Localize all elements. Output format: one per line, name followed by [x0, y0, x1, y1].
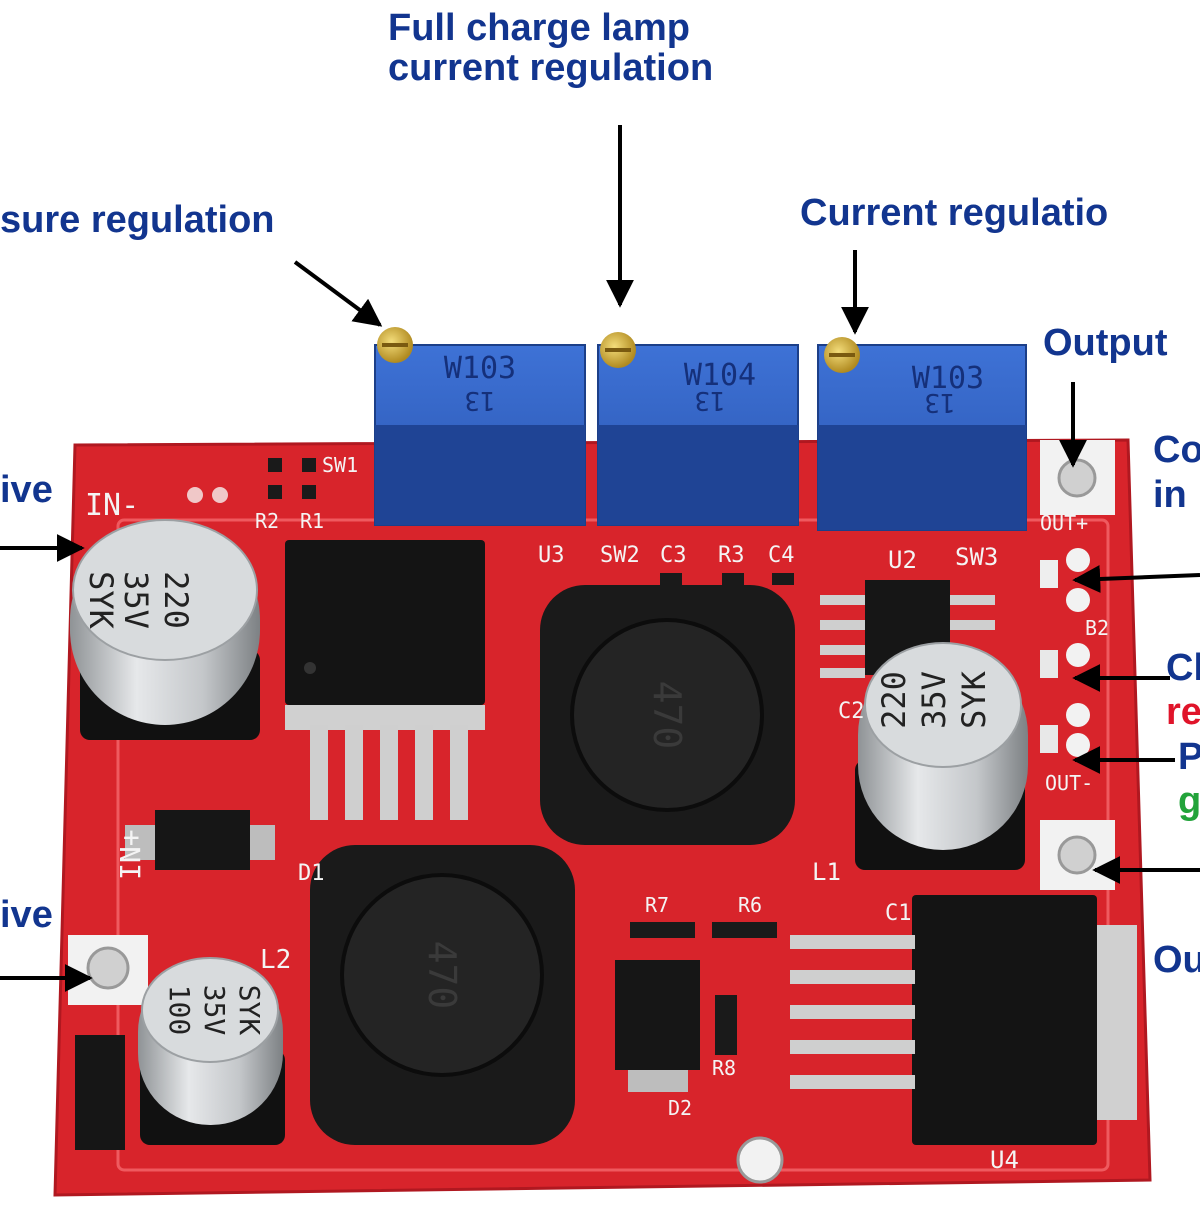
- label-g: g: [1178, 780, 1200, 822]
- silk-out-minus: OUT-: [1045, 771, 1093, 795]
- silk-r2: R2: [255, 509, 279, 533]
- smd-resistors: [268, 458, 794, 1055]
- pot-left-code: W103: [444, 351, 516, 386]
- diode-d2: [615, 960, 700, 1092]
- silk-u2: U2: [888, 546, 917, 574]
- silk-l2: L2: [260, 945, 291, 975]
- silk-in-minus: IN-: [85, 488, 139, 523]
- label-ive-upper: ive: [0, 469, 53, 511]
- status-leds: [1040, 548, 1090, 757]
- silk-c4: C4: [768, 543, 795, 568]
- label-full-charge-line1: Full charge lamp: [388, 7, 690, 49]
- silk-u3: U3: [538, 543, 565, 568]
- cap-input-brand: SYK: [82, 571, 120, 630]
- callout-arrows: [0, 125, 1200, 992]
- silk-c3: C3: [660, 543, 687, 568]
- label-output-top: Output: [1043, 322, 1168, 364]
- silk-sw1: SW1: [322, 453, 358, 477]
- label-co: Co: [1153, 429, 1200, 471]
- diode-d1: [125, 810, 275, 870]
- label-current-regulation: Current regulatio: [800, 192, 1109, 234]
- label-ch: Ch: [1166, 647, 1200, 689]
- pot-middle-code: W104: [684, 358, 756, 393]
- label-ou: Ou: [1153, 939, 1200, 981]
- cap-output-voltage: 35V: [915, 671, 953, 729]
- pot-left-sub: 13: [464, 385, 495, 415]
- silk-c1: C1: [885, 901, 912, 926]
- label-p: P: [1178, 736, 1200, 778]
- pot-right-code: W103: [912, 361, 984, 396]
- label-pressure-regulation: sure regulation: [0, 199, 275, 241]
- cap-small-brand: SYK: [233, 985, 266, 1036]
- potentiometer-middle: W104 13: [597, 332, 799, 526]
- inductor-l2-marking: 470: [420, 941, 464, 1010]
- label-full-charge-line2: current regulation: [388, 47, 714, 89]
- silk-out-plus: OUT+: [1040, 511, 1088, 535]
- silk-sw2: SW2: [600, 543, 640, 568]
- cap-output-value: 220: [875, 671, 913, 729]
- regulator-ic-u4: [790, 895, 1137, 1145]
- inductor-l2: 470: [310, 845, 575, 1145]
- diode-small: [75, 1035, 125, 1150]
- silk-r1: R1: [300, 509, 324, 533]
- pot-right-sub: 13: [924, 387, 955, 417]
- cap-small-voltage: 35V: [198, 985, 231, 1036]
- capacitor-small: 100 35V SYK: [138, 957, 285, 1145]
- potentiometer-right: W103 13: [817, 337, 1027, 531]
- cap-input-voltage: 35V: [117, 571, 155, 629]
- silk-r6: R6: [738, 893, 762, 917]
- cap-small-value: 100: [163, 985, 196, 1036]
- label-ive-lower: ive: [0, 894, 53, 936]
- cap-input-value: 220: [157, 571, 195, 629]
- potentiometer-left: W103 13: [374, 327, 586, 526]
- silk-l1: L1: [812, 858, 841, 886]
- label-in: in: [1153, 474, 1187, 516]
- silk-in-plus: IN+: [114, 829, 147, 880]
- silk-d1: D1: [298, 861, 325, 886]
- inductor-l1-marking: 470: [645, 681, 689, 750]
- label-re: re: [1166, 691, 1200, 733]
- silk-u4: U4: [990, 1146, 1019, 1174]
- silk-d2: D2: [668, 1096, 692, 1120]
- pot-middle-sub: 13: [694, 385, 725, 415]
- regulator-ic-u3: [285, 540, 485, 820]
- silk-b2: B2: [1085, 616, 1109, 640]
- silk-r7: R7: [645, 893, 669, 917]
- silk-c2: C2: [838, 699, 865, 724]
- silk-sw3: SW3: [955, 543, 998, 571]
- silk-r3: R3: [718, 543, 745, 568]
- silk-r8: R8: [712, 1056, 736, 1080]
- capacitor-input: 220 35V SYK: [70, 519, 260, 740]
- cap-output-brand: SYK: [955, 670, 993, 729]
- inductor-l1: 470: [540, 585, 795, 845]
- capacitor-output: 220 35V SYK: [855, 642, 1028, 870]
